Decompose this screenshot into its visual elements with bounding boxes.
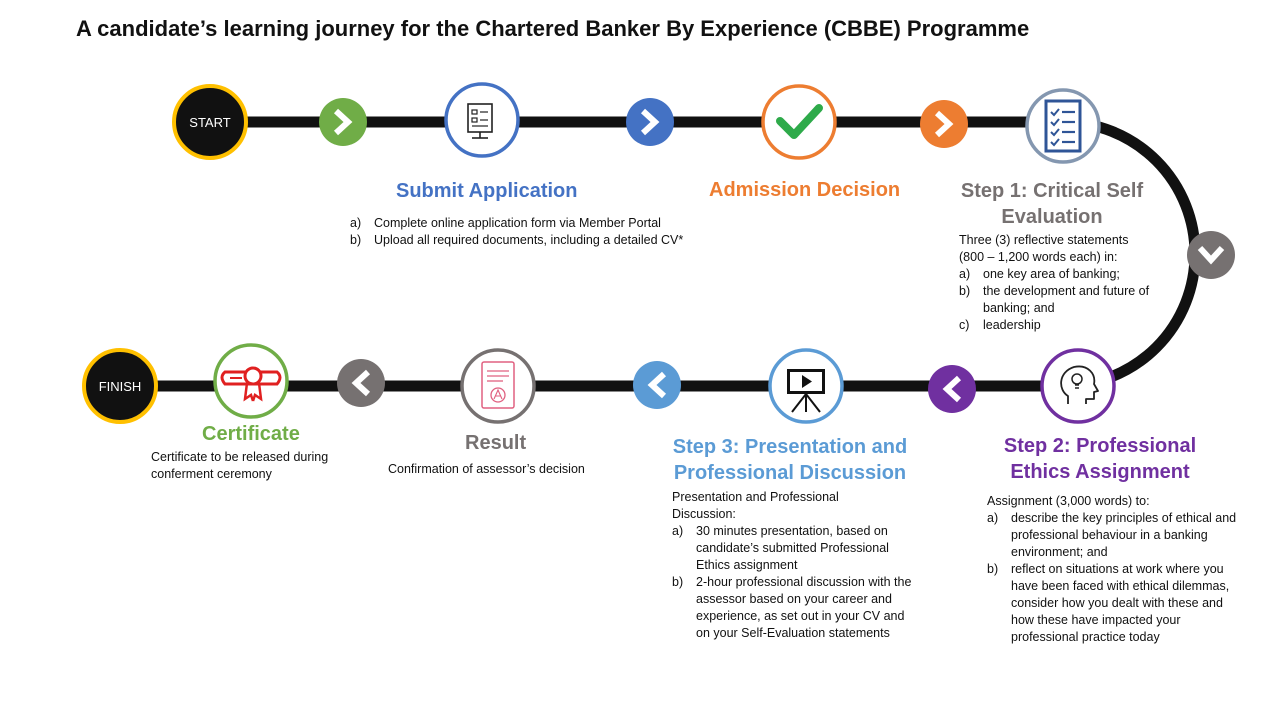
step3-heading: Step 3: Presentation and Professional Di… <box>672 436 908 484</box>
submit-application-desc: a)Complete online application form via M… <box>350 215 685 249</box>
chevron-left-icon <box>633 361 681 409</box>
start-label: START <box>189 115 230 130</box>
list-item: b)reflect on situations at work where yo… <box>987 562 1230 644</box>
submit-application-heading: Submit Application <box>396 180 578 202</box>
page-title: A candidate’s learning journey for the C… <box>76 16 1030 41</box>
chevron-right-icon <box>319 98 367 146</box>
list-item: b)2-hour professional discussion with th… <box>672 575 912 640</box>
list-item: a)one key area of banking; <box>959 267 1120 281</box>
checkmark-icon <box>761 84 837 160</box>
result-desc: Confirmation of assessor’s decision <box>388 462 585 476</box>
finish-node: FINISH <box>82 348 158 424</box>
step2-intro: Assignment (3,000 words) to: <box>987 494 1150 508</box>
step1-intro: Three (3) reflective statements (800 – 1… <box>959 233 1129 264</box>
step3-intro: Presentation and Professional Discussion… <box>672 490 839 521</box>
result-heading: Result <box>465 432 527 454</box>
list-item: b)the development and future of banking;… <box>959 284 1150 315</box>
step2-desc: Assignment (3,000 words) to: a)describe … <box>987 493 1249 646</box>
certificate-desc: Certificate to be released during confer… <box>151 450 329 481</box>
chevron-left-icon <box>337 359 385 407</box>
step3-desc: Presentation and Professional Discussion… <box>672 489 917 642</box>
presentation-board-icon <box>768 348 844 424</box>
step1-heading: Step 1: Critical Self Evaluation <box>960 180 1144 228</box>
certificate-heading: Certificate <box>202 423 300 445</box>
chevron-down-icon <box>1187 231 1235 279</box>
list-item: c)leadership <box>959 318 1041 332</box>
chevron-right-icon <box>626 98 674 146</box>
start-node: START <box>172 84 248 160</box>
checklist-icon <box>1025 88 1101 164</box>
list-item: a)30 minutes presentation, based on cand… <box>672 524 889 572</box>
finish-label: FINISH <box>99 379 142 394</box>
list-item: a)describe the key principles of ethical… <box>987 511 1237 559</box>
admission-decision-heading: Admission Decision <box>709 179 901 201</box>
chevron-left-icon <box>928 365 976 413</box>
step2-heading: Step 2: Professional Ethics Assignment <box>1003 435 1197 483</box>
chevron-right-icon <box>920 100 968 148</box>
application-form-icon <box>444 82 520 158</box>
head-lightbulb-icon <box>1040 348 1116 424</box>
certificate-icon <box>213 343 289 419</box>
list-item: a)Complete online application form via M… <box>350 216 661 230</box>
graded-document-icon <box>460 348 536 424</box>
step1-desc: Three (3) reflective statements (800 – 1… <box>959 232 1154 334</box>
list-item: b)Upload all required documents, includi… <box>350 233 684 247</box>
